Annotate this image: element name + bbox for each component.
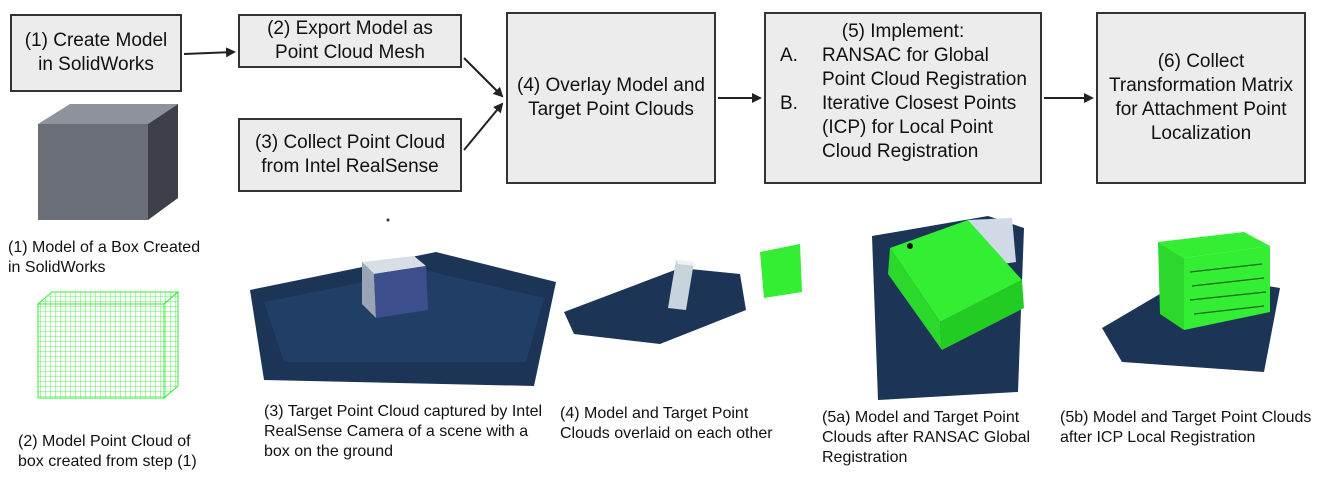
ransac-result-image — [872, 216, 1024, 400]
step-3-box: (3) Collect Point Cloud from Intel RealS… — [238, 118, 462, 192]
caption-4: (4) Model and Target Point Clouds overla… — [560, 405, 773, 442]
icp-result-image — [1102, 232, 1280, 372]
step-4-label: (4) Overlay Model and Target Point Cloud… — [517, 75, 705, 120]
solidworks-box-image — [38, 104, 178, 220]
step-1-box: (1) Create Model in SolidWorks — [10, 14, 182, 92]
step-3-label: (3) Collect Point Cloud from Intel RealS… — [254, 132, 446, 177]
flow-arrows — [183, 47, 1094, 151]
caption-3: (3) Target Point Cloud captured by Intel… — [264, 403, 543, 460]
arrow-2-to-4 — [463, 57, 504, 98]
caption-1: (1) Model of a Box Created in SolidWorks — [8, 239, 201, 276]
step-6-label: (6) Collect Transformation Matrix for At… — [1108, 51, 1294, 144]
step-1-label: (1) Create Model in SolidWorks — [24, 30, 168, 75]
caption-5a: (5a) Model and Target Point Clouds after… — [822, 409, 1031, 466]
step-5-item-b: B. Iterative Closest Points (ICP) for Lo… — [774, 92, 1032, 164]
caption-2: (2) Model Point Cloud of box created fro… — [18, 433, 197, 470]
step-5-item-a: A. RANSAC for Global Point Cloud Registr… — [774, 44, 1032, 92]
step-5-item-a-marker: A. — [780, 45, 798, 66]
step-5-box: (5) Implement: A. RANSAC for Global Poin… — [764, 12, 1042, 184]
step-5-item-b-marker: B. — [780, 93, 798, 114]
caption-5b: (5b) Model and Target Point Clouds after… — [1060, 409, 1312, 446]
step-6-box: (6) Collect Transformation Matrix for At… — [1096, 12, 1306, 184]
arrow-3-to-4 — [463, 102, 504, 151]
step-5-title: (5) Implement: — [841, 21, 965, 42]
step-2-label: (2) Export Model as Point Cloud Mesh — [267, 18, 433, 63]
target-point-cloud-image — [250, 218, 556, 386]
step-4-box: (4) Overlay Model and Target Point Cloud… — [506, 12, 716, 184]
step-5-item-b-text: Iterative Closest Points (ICP) for Local… — [822, 93, 1017, 162]
model-point-cloud-image — [36, 290, 180, 400]
arrow-1-to-2 — [183, 47, 236, 58]
step-5-item-a-text: RANSAC for Global Point Cloud Registrati… — [822, 45, 1027, 90]
overlay-image — [564, 244, 802, 344]
step-2-box: (2) Export Model as Point Cloud Mesh — [238, 14, 462, 68]
